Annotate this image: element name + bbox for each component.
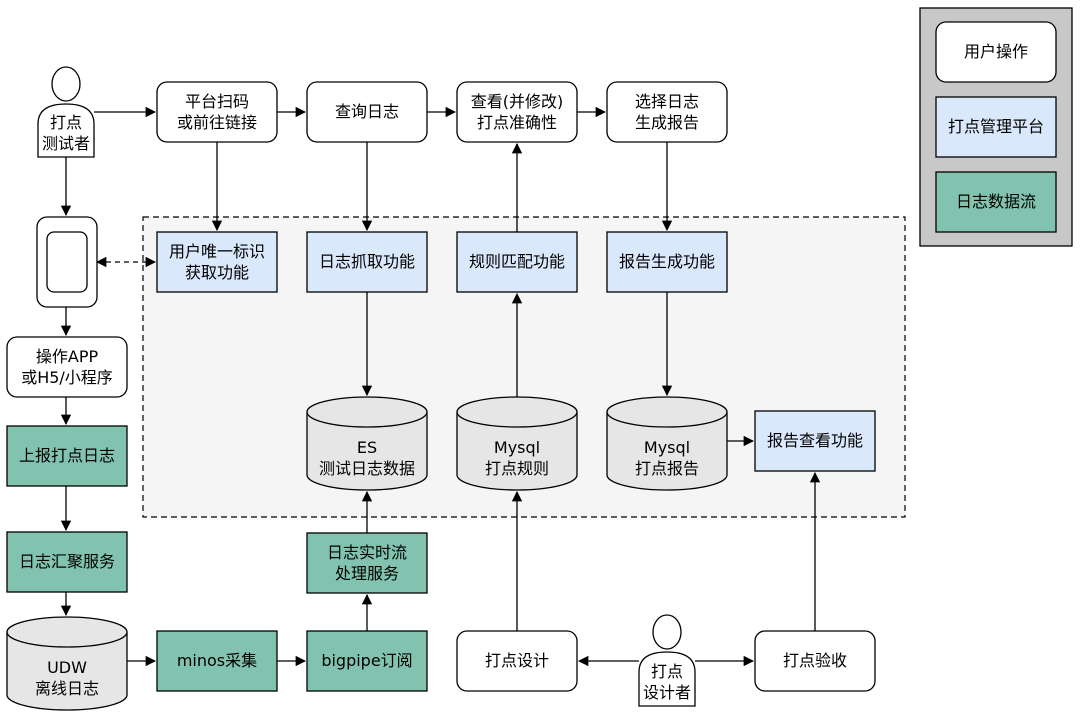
mysql-report-label-1: Mysql <box>644 438 690 457</box>
edges <box>60 106 821 667</box>
report-view-node <box>754 410 876 472</box>
query-log-label: 查询日志 <box>335 102 399 121</box>
upload-log-node <box>6 425 128 487</box>
check-label-2: 打点准确性 <box>477 113 557 132</box>
select-node <box>606 81 728 143</box>
uid-node <box>156 231 278 293</box>
rule-match-node <box>456 231 578 293</box>
realtime-node <box>306 532 428 594</box>
log-aggregate-node <box>6 531 128 593</box>
designer-actor-icon: 打点 设计者 <box>638 614 696 707</box>
uid-label-1: 用户唯一标识 <box>169 242 265 261</box>
report-gen-node <box>606 231 728 293</box>
es-label-2: 测试日志数据 <box>319 459 415 478</box>
udw-label-1: UDW <box>47 658 87 677</box>
select-label-2: 生成报告 <box>635 113 699 132</box>
minos-label: minos采集 <box>177 651 257 670</box>
minos-node <box>156 630 278 692</box>
es-database-icon <box>306 396 428 491</box>
realtime-label-2: 处理服务 <box>335 564 399 583</box>
legend-platform <box>935 96 1057 158</box>
scan-node <box>156 81 278 143</box>
operate-label-1: 操作APP <box>36 347 99 366</box>
bigpipe-label: bigpipe订阅 <box>321 651 412 670</box>
mysql-rule-label-2: 打点规则 <box>485 459 549 478</box>
bigpipe-node <box>306 630 428 692</box>
legend-platform-label: 打点管理平台 <box>948 117 1044 136</box>
mysql-rule-label-1: Mysql <box>494 438 540 457</box>
udw-label-2: 离线日志 <box>35 679 99 698</box>
tester-label-2: 测试者 <box>42 134 90 153</box>
mysql-report-label-2: 打点报告 <box>635 459 699 478</box>
upload-log-label: 上报打点日志 <box>19 446 115 465</box>
check-label-1: 查看(并修改) <box>471 92 564 111</box>
check-node <box>456 81 578 143</box>
designer-label-2: 设计者 <box>643 683 691 702</box>
scan-label-1: 平台扫码 <box>185 92 249 111</box>
legend-user-op <box>935 21 1057 83</box>
select-label-1: 选择日志 <box>635 92 699 111</box>
log-aggregate-label: 日志汇聚服务 <box>19 552 115 571</box>
operate-node <box>6 336 128 398</box>
tester-actor-icon: 打点 测试者 <box>37 66 95 158</box>
legend-panel: 用户操作 打点管理平台 日志数据流 <box>919 7 1073 247</box>
es-label-1: ES <box>357 438 377 457</box>
legend-user-op-label: 用户操作 <box>964 42 1028 61</box>
realtime-label-1: 日志实时流 <box>327 543 407 562</box>
phone-icon <box>36 216 98 308</box>
scan-label-2: 或前往链接 <box>177 113 257 132</box>
operate-label-2: 或H5/小程序 <box>21 368 113 387</box>
log-fetch-label: 日志抓取功能 <box>319 252 415 271</box>
legend-dataflow <box>935 171 1057 233</box>
designer-label-1: 打点 <box>651 662 683 681</box>
design-label: 打点设计 <box>485 651 549 670</box>
rule-match-label: 规则匹配功能 <box>469 252 565 271</box>
accept-label: 打点验收 <box>783 651 847 670</box>
report-gen-label: 报告生成功能 <box>619 252 715 271</box>
legend-dataflow-label: 日志数据流 <box>956 192 1036 211</box>
report-view-label: 报告查看功能 <box>767 431 863 450</box>
udw-database-icon <box>6 616 128 711</box>
tester-label-1: 打点 <box>50 113 82 132</box>
mysql-rule-database-icon <box>456 396 578 491</box>
mysql-report-database-icon <box>606 396 728 491</box>
uid-label-2: 获取功能 <box>185 263 249 282</box>
